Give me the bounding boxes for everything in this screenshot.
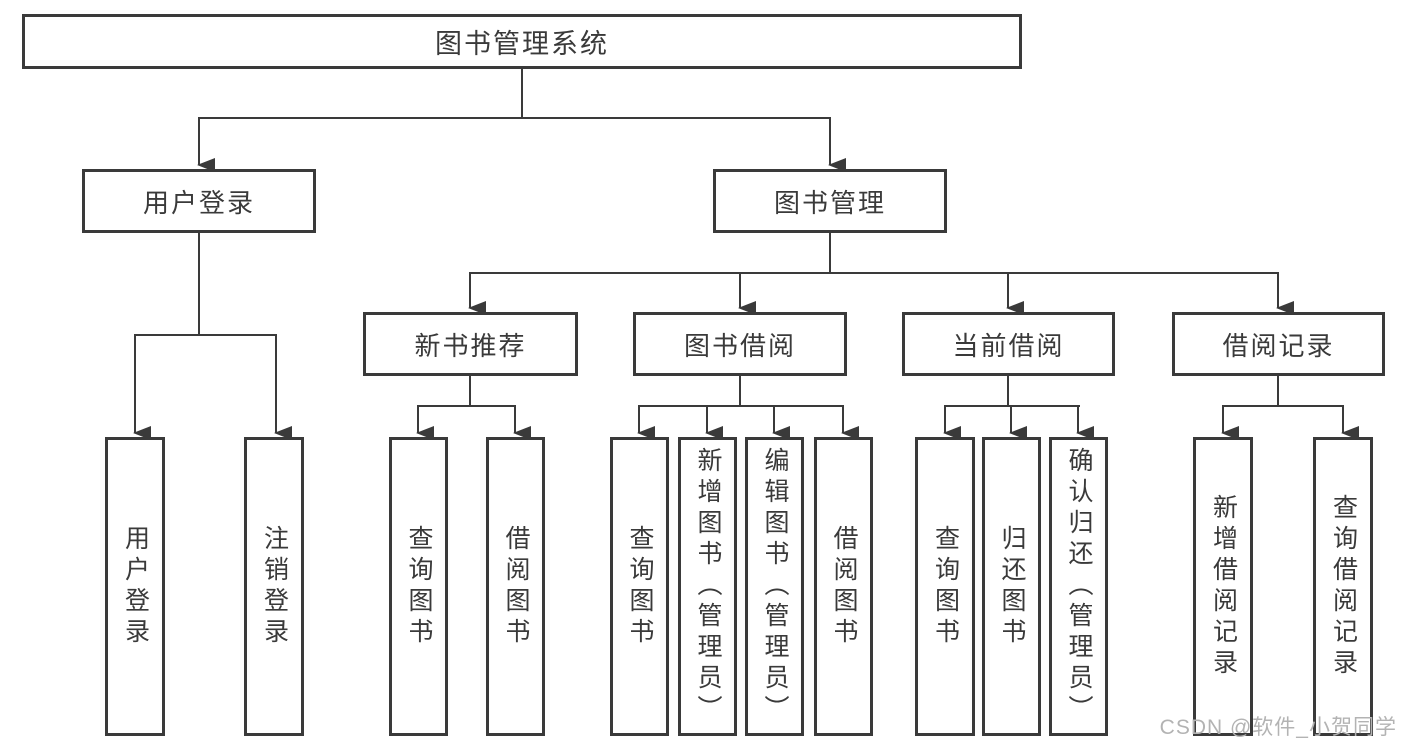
node-book-management: 图书管理 xyxy=(713,169,947,233)
leaf-cb-query-books-label: 查询图书 xyxy=(931,524,960,649)
leaf-bb-query-books-label: 查询图书 xyxy=(626,524,654,649)
leaf-bb-edit-books-admin-label: 编辑图书（管理员） xyxy=(761,447,789,726)
leaf-logout: 注销登录 xyxy=(244,437,304,736)
node-user-login-label: 用户登录 xyxy=(142,187,255,218)
node-borrow-records: 借阅记录 xyxy=(1172,312,1385,376)
node-current-borrow: 当前借阅 xyxy=(902,312,1115,376)
leaf-bb-edit-books-admin: 编辑图书（管理员） xyxy=(745,437,804,736)
leaf-bb-borrow-books: 借阅图书 xyxy=(814,437,873,736)
leaf-user-login-label: 用户登录 xyxy=(121,524,150,649)
node-book-management-label: 图书管理 xyxy=(773,187,886,218)
leaf-cb-return-books: 归还图书 xyxy=(982,437,1041,736)
leaf-cb-confirm-return-admin: 确认归还（管理员） xyxy=(1049,437,1108,736)
node-current-borrow-label: 当前借阅 xyxy=(952,330,1065,361)
leaf-bb-add-books-admin-label: 新增图书（管理员） xyxy=(694,447,722,726)
node-book-borrow-label: 图书借阅 xyxy=(683,330,796,361)
leaf-logout-label: 注销登录 xyxy=(260,524,289,649)
node-new-book-recommend: 新书推荐 xyxy=(363,312,578,376)
node-borrow-records-label: 借阅记录 xyxy=(1222,330,1335,361)
leaf-user-login: 用户登录 xyxy=(105,437,165,736)
leaf-cb-query-books: 查询图书 xyxy=(915,437,975,736)
leaf-bb-borrow-books-label: 借阅图书 xyxy=(830,524,858,649)
node-root: 图书管理系统 xyxy=(22,14,1022,69)
leaf-bb-query-books: 查询图书 xyxy=(610,437,669,736)
leaf-cb-return-books-label: 归还图书 xyxy=(998,524,1026,649)
leaf-rec-query-books-label: 查询图书 xyxy=(405,524,433,649)
node-root-label: 图书管理系统 xyxy=(435,29,609,59)
leaf-br-query-record: 查询借阅记录 xyxy=(1313,437,1373,736)
leaf-cb-confirm-return-admin-label: 确认归还（管理员） xyxy=(1065,447,1093,726)
node-book-borrow: 图书借阅 xyxy=(633,312,847,376)
node-new-book-recommend-label: 新书推荐 xyxy=(414,330,527,361)
node-user-login: 用户登录 xyxy=(82,169,316,233)
leaf-br-query-record-label: 查询借阅记录 xyxy=(1329,493,1358,680)
leaf-rec-query-books: 查询图书 xyxy=(389,437,448,736)
leaf-br-add-record-label: 新增借阅记录 xyxy=(1209,493,1238,680)
watermark: CSDN @软件_小贺同学 xyxy=(1159,716,1397,739)
leaf-rec-borrow-books-label: 借阅图书 xyxy=(502,524,530,649)
leaf-bb-add-books-admin: 新增图书（管理员） xyxy=(678,437,737,736)
leaf-br-add-record: 新增借阅记录 xyxy=(1193,437,1253,736)
leaf-rec-borrow-books: 借阅图书 xyxy=(486,437,545,736)
